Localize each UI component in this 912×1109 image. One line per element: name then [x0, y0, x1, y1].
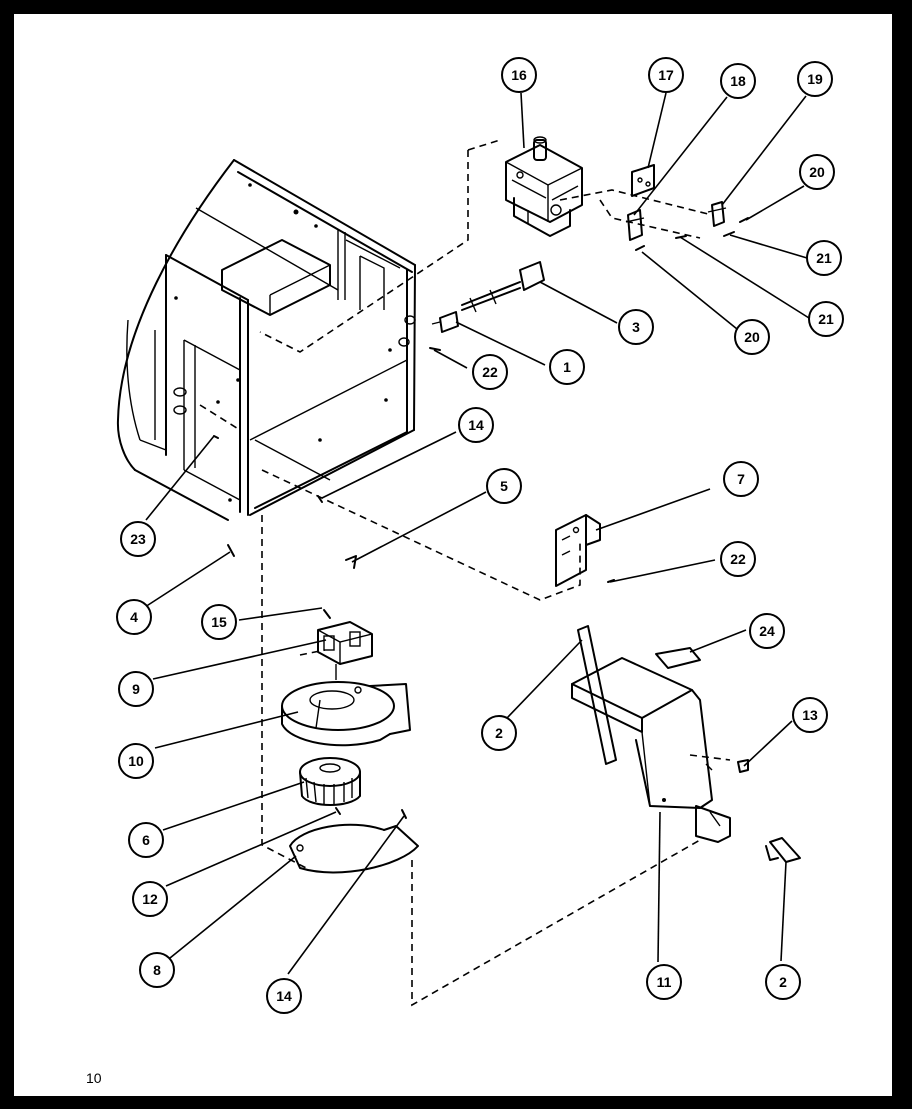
blower-fan-wheel: [299, 757, 361, 806]
callout-14-lower: 14: [266, 978, 302, 1014]
small-hardware: [213, 435, 357, 569]
blower-cover-plate: [289, 807, 419, 874]
callout-15: 15: [201, 604, 237, 640]
callout-22-mid: 22: [720, 541, 756, 577]
svg-text:14: 14: [276, 988, 292, 1004]
callout-23: 23: [120, 521, 156, 557]
callout-3: 3: [618, 309, 654, 345]
callout-18: 18: [720, 63, 756, 99]
svg-text:20: 20: [744, 329, 760, 345]
callout-10: 10: [118, 743, 154, 779]
callout-21-lower: 21: [808, 301, 844, 337]
leader-lines: [144, 92, 810, 975]
callout-5: 5: [486, 468, 522, 504]
svg-text:2: 2: [495, 725, 503, 741]
page-number: 10: [86, 1070, 102, 1086]
svg-text:21: 21: [816, 250, 832, 266]
svg-text:16: 16: [511, 67, 527, 83]
callout-16: 16: [501, 57, 537, 93]
svg-text:18: 18: [730, 73, 746, 89]
power-cord-assembly: [429, 261, 545, 351]
callout-2-left: 2: [481, 715, 517, 751]
svg-text:4: 4: [130, 609, 138, 625]
callout-8: 8: [139, 952, 175, 988]
blower-motor: [317, 609, 373, 680]
control-bracket: [555, 514, 615, 587]
callout-2-right: 2: [765, 964, 801, 1000]
callout-20-top: 20: [799, 154, 835, 190]
svg-text:5: 5: [500, 478, 508, 494]
svg-text:20: 20: [809, 164, 825, 180]
callout-21-upper: 21: [806, 240, 842, 276]
svg-text:23: 23: [130, 531, 146, 547]
callout-19: 19: [797, 61, 833, 97]
callout-24: 24: [749, 613, 785, 649]
svg-text:17: 17: [658, 67, 674, 83]
svg-text:8: 8: [153, 962, 161, 978]
svg-text:15: 15: [211, 614, 227, 630]
callout-17: 17: [648, 57, 684, 93]
svg-text:22: 22: [730, 551, 746, 567]
svg-text:3: 3: [632, 319, 640, 335]
svg-text:7: 7: [737, 471, 745, 487]
svg-text:11: 11: [657, 974, 672, 990]
svg-text:14: 14: [468, 417, 484, 433]
assembly-guide-lines: [199, 139, 731, 1007]
svg-text:10: 10: [128, 753, 144, 769]
svg-text:21: 21: [818, 311, 834, 327]
svg-text:9: 9: [132, 681, 140, 697]
thermal-cutout-bracket: [631, 164, 655, 197]
callout-4: 4: [116, 599, 152, 635]
callout-7: 7: [723, 461, 759, 497]
svg-text:19: 19: [807, 71, 823, 87]
blower-scroll-housing: [281, 681, 411, 747]
svg-text:12: 12: [142, 891, 158, 907]
callout-9: 9: [118, 671, 154, 707]
terminal-clips: [625, 201, 727, 241]
cabinet-housing: [116, 159, 416, 521]
svg-text:13: 13: [802, 707, 818, 723]
svg-text:6: 6: [142, 832, 150, 848]
callout-13: 13: [792, 697, 828, 733]
callout-11: 11: [646, 964, 682, 1000]
svg-text:24: 24: [759, 623, 775, 639]
svg-text:22: 22: [482, 364, 498, 380]
callout-14-upper: 14: [458, 407, 494, 443]
svg-text:1: 1: [563, 359, 571, 375]
callout-6: 6: [128, 822, 164, 858]
svg-text:2: 2: [779, 974, 787, 990]
callout-20-mid: 20: [734, 319, 770, 355]
magnetron: [505, 136, 583, 237]
air-duct-assembly: [571, 625, 801, 863]
callout-1: 1: [549, 349, 585, 385]
callout-12: 12: [132, 881, 168, 917]
callout-22-top: 22: [472, 354, 508, 390]
